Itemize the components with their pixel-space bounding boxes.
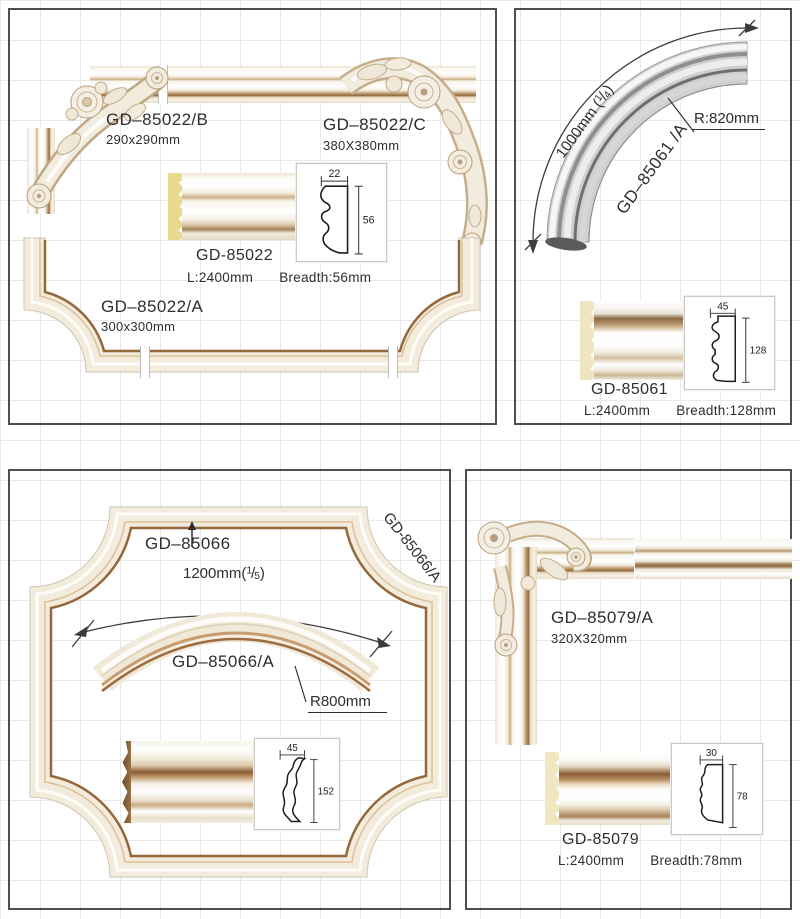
profile-height-value: 56: [363, 215, 375, 227]
frame-drawing: [29, 506, 448, 878]
product-code-label: GD-85022: [196, 247, 274, 264]
molding-strip-separate: [635, 539, 792, 579]
break-mark: [388, 346, 398, 378]
product-code-label: GD–85022/C: [323, 115, 427, 134]
product-size-label: 320X320mm: [551, 631, 628, 646]
product-panel-gd85061: 1000mm (1/4) GD–85061 /A R:820mm 45 128 …: [514, 8, 792, 425]
profile-diagram: 22 56: [296, 163, 387, 262]
product-panel-gd85022: GD–85022/B 290x290mm GD–85022/C 380X380m…: [8, 8, 497, 425]
profile-width-value: 45: [717, 301, 729, 312]
break-mark: [140, 346, 150, 378]
molding-photo: [545, 752, 673, 825]
frame-corner-a: [23, 237, 481, 373]
product-code-label: GD–85022/A: [101, 297, 204, 316]
curved-molding-drawing: [524, 19, 759, 254]
breadth-label: Breadth:78mm: [650, 853, 743, 868]
product-code-label: GD–85079/A: [551, 608, 654, 627]
length-label: L:2400mm: [558, 853, 625, 868]
profile-height-value: 128: [750, 346, 767, 357]
profile-diagram: 45 128: [684, 296, 775, 390]
product-size-label: 300x300mm: [101, 319, 176, 334]
product-dimensions: L:2400mm Breadth:78mm: [558, 853, 742, 868]
curved-molding-segment: [92, 612, 380, 692]
corner-ornament-b: [26, 66, 169, 209]
profile-width-value: 30: [706, 748, 717, 759]
breadth-label: Breadth:128mm: [676, 403, 777, 418]
molding-photo: [168, 173, 301, 240]
product-code-label: GD-85079: [562, 831, 640, 848]
profile-width-value: 45: [287, 743, 298, 754]
product-code-label: GD-85061: [591, 381, 669, 398]
pointer-arrow-icon: [188, 521, 196, 547]
span-length-label: 1200mm(1/5): [183, 565, 265, 583]
radius-label: R:820mm: [692, 110, 766, 130]
product-panel-gd85079: GD–85079/A 320X320mm 30 78 GD-85079 L:24…: [465, 469, 792, 910]
corner-ornament-79a: [477, 520, 592, 657]
breadth-label: Breadth:56mm: [279, 270, 372, 285]
product-dimensions: L:2400mm Breadth:56mm: [187, 270, 371, 285]
radius-label: R800mm: [308, 693, 387, 713]
product-code-label: GD–85022/B: [106, 110, 209, 129]
product-size-label: 380X380mm: [323, 138, 400, 153]
length-label: L:2400mm: [584, 403, 651, 418]
length-label: L:2400mm: [187, 270, 254, 285]
product-panel-gd85066: GD–85066 1200mm(1/5) GD–85066/A R800mm G…: [8, 469, 451, 910]
profile-height-value: 78: [737, 791, 748, 802]
profile-height-value: 152: [318, 786, 334, 797]
product-code-label: GD–85066/A: [172, 652, 275, 671]
product-code-label: GD–85066: [145, 534, 231, 553]
molding-photo: [580, 301, 694, 380]
molding-profile-edge: [122, 741, 131, 823]
product-dimensions: L:2400mm Breadth:128mm: [584, 403, 776, 418]
profile-diagram: 30 78: [671, 743, 763, 835]
molding-photo: [119, 741, 253, 823]
profile-diagram: 45 152: [254, 738, 340, 830]
product-size-label: 290x290mm: [106, 132, 181, 147]
profile-width-value: 22: [329, 168, 341, 180]
